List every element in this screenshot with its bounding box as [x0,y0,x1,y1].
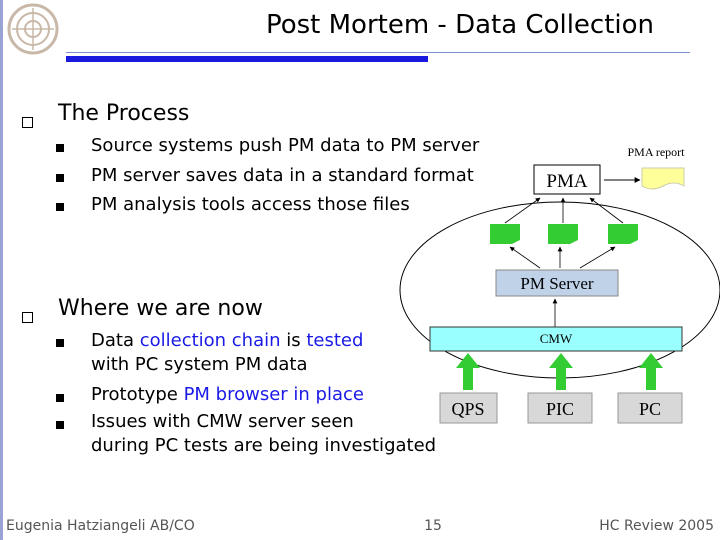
status-item-1: Data collection chain is tested with PC … [91,329,363,377]
cern-logo-icon [7,3,59,55]
title-accent-bar [66,56,428,62]
left-edge-stripe [0,0,3,540]
item-highlight: PM browser in place [183,384,364,405]
pic-upload-arrow-icon [549,353,573,390]
source-box-qps [439,392,498,424]
item-bullet-icon [56,144,64,152]
footer-author: Eugenia Hatziangeli AB/CO [6,518,195,534]
item-text: Prototype [91,384,184,405]
pm-data-file-icon [608,224,638,244]
status-item-2: Prototype PM browser in place [91,383,364,407]
item-bullet-icon [56,174,64,182]
pm-data-file-icon [490,224,520,244]
item-bullet-icon [56,394,64,402]
process-item-1: Source systems push PM data to PM server [91,134,479,158]
process-item-3: PM analysis tools access those files [91,193,410,217]
file-to-pma-arrow [504,197,541,224]
process-item-2: PM server saves data in a standard forma… [91,164,474,188]
source-label-pc: PC [639,399,661,419]
item-text: with PC system PM data [91,354,308,375]
item-bullet-icon [56,339,64,347]
pma-report-document-icon [641,167,685,190]
item-highlight: collection chain [139,330,281,351]
section-bullet-icon [22,117,33,128]
item-highlight: tested [306,330,364,351]
footer-page-number: 15 [424,518,442,534]
status-item-3: Issues with CMW server seen during PC te… [91,410,436,458]
pc-upload-arrow-icon [639,353,663,390]
item-text: Source systems push PM data to PM server [91,135,480,156]
pma-label: PMA [546,171,587,192]
section-bullet-icon [22,312,33,323]
cmw-bar [429,326,683,352]
item-line: Data collection chain is tested [91,329,363,353]
source-box-pc [617,392,683,424]
item-text: PM server saves data in a standard forma… [91,165,474,186]
item-line: Issues with CMW server seen [91,410,436,434]
section-heading-status: Where we are now [58,296,263,321]
item-text: during PC tests are being investigated [91,435,437,456]
pm-data-file-icon [548,224,578,244]
source-label-pic: PIC [546,399,574,419]
page-title: Post Mortem - Data Collection [265,10,655,40]
item-line: with PC system PM data [91,353,363,377]
qps-upload-arrow-icon [456,353,480,390]
file-to-pma-arrow [589,197,624,224]
section-heading-process: The Process [58,101,190,126]
item-text: is [280,330,307,351]
title-rule [66,52,690,53]
item-bullet-icon [56,203,64,211]
pma-report-label: PMA report [628,145,686,159]
pma-box [533,164,601,195]
server-to-file-arrow [509,246,541,269]
pm-server-label: PM Server [520,274,594,293]
server-to-file-arrow [579,246,616,269]
item-text: PM analysis tools access those files [91,194,410,215]
item-text: Data [91,330,140,351]
item-bullet-icon [56,421,64,429]
footer-conference: HC Review 2005 [599,518,714,534]
cmw-label: CMW [540,331,573,346]
source-label-qps: QPS [451,399,484,419]
source-box-pic [527,392,593,424]
item-line: during PC tests are being investigated [91,434,436,458]
item-text: Issues with CMW server seen [91,411,354,432]
pm-server-box [495,269,619,297]
